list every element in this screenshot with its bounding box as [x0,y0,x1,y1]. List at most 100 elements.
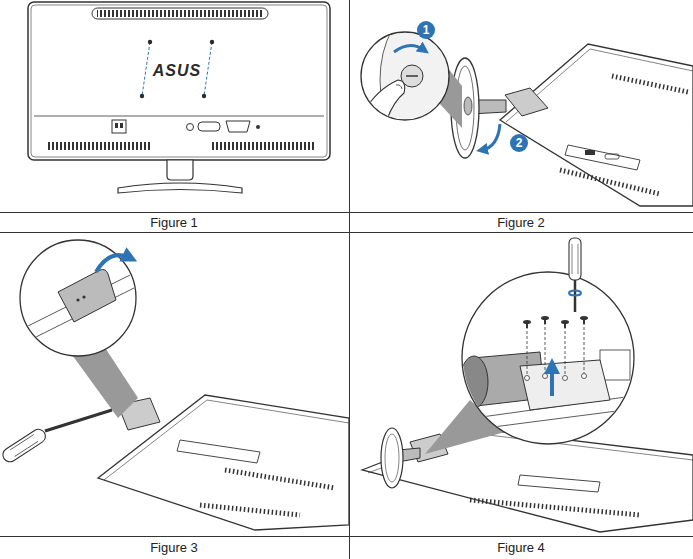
zoom-detail [425,272,640,454]
screwdriver [45,410,112,431]
zoom-detail [20,270,140,330]
figure-caption: Figure 1 [150,216,198,229]
screw-guide-line [527,326,528,375]
vesa-hole [210,40,214,44]
figure-caption: Figure 3 [150,541,198,554]
monitor-back-view [112,120,126,133]
vesa-guide-line [142,42,150,96]
stand-base [464,97,472,115]
monitor-face-down [612,76,688,92]
screw-guide-line [565,326,566,375]
zoom-detail [20,240,136,356]
monitor-face-down [98,395,349,530]
zoom-detail [543,374,548,379]
zoom-detail [482,124,500,150]
monitor-back-view [115,123,118,128]
zoom-detail [360,10,460,150]
monitor-face-down [500,44,693,206]
monitor-face-down [565,145,640,170]
vesa-hole [140,94,144,98]
screw-guide-line [545,322,546,373]
screwdriver [569,238,581,280]
zoom-detail [360,80,405,122]
zoom-detail [550,366,554,396]
stand-base [381,428,420,488]
figure-caption: Figure 2 [497,216,545,229]
stand-base [385,434,399,482]
table-grid [0,212,693,213]
monitor-face-down [362,428,693,532]
zoom-detail [76,298,79,301]
vesa-guide-line [142,42,212,96]
zoom-detail [563,376,568,381]
screw [544,318,546,324]
figure-caption: Figure 4 [497,541,545,554]
zoom-detail [470,408,640,430]
table-grid [0,232,693,233]
stand-base [381,428,403,488]
screwdriver [569,291,581,296]
screwdriver [0,410,112,464]
zoom-detail [406,75,418,77]
callout-number: 2 [516,137,523,149]
monitor-back-view [187,124,194,131]
zoom-detail [525,374,587,381]
monitor-back-view [256,125,260,129]
monitor-face-down [225,470,335,488]
screwdriver [572,244,573,274]
screwdriver [569,238,581,312]
monitor-back-view [198,122,220,131]
screw [564,322,566,328]
monitor-face-down [560,170,660,194]
zoom-detail [380,10,460,150]
zoom-detail [396,85,402,89]
screw [523,316,588,328]
screw [583,318,585,324]
monitor-back-view [28,2,330,193]
vesa-hole [140,40,214,98]
monitor-back-view [92,8,268,19]
screwdriver [10,435,33,450]
table-grid [0,536,693,537]
callout-number: 1 [423,24,430,36]
callout-badge [417,21,435,39]
monitor-back-view [48,142,152,150]
callout-badge [510,134,528,152]
monitor-face-down [98,395,349,530]
zoom-detail [600,350,630,380]
monitor-back-view [34,116,324,117]
zoom-detail [460,356,488,408]
vesa-guide-line [204,42,212,96]
monitor-back-view [31,5,327,157]
logo-text: ASUS [153,63,201,79]
vesa-hole [202,94,206,98]
zoom-detail [582,374,587,379]
screwdriver [0,427,48,465]
vesa-hole [148,40,152,44]
zoom-detail [360,10,528,152]
monitor-back-view [118,183,242,193]
zoom-detail [462,272,634,444]
screw-guide-line [527,322,584,375]
monitor-back-view [28,2,330,160]
zoom-detail [96,255,130,272]
zoom-detail [460,316,640,430]
monitor-back-view [97,10,263,17]
monitor-face-down [505,88,548,116]
monitor-face-down [506,49,693,122]
screw-guide-line [584,322,585,373]
monitor-face-down [585,150,595,155]
zoom-detail [394,45,424,52]
monitor-back-view [226,121,250,132]
monitor-face-down [605,154,619,159]
monitor-face-down [362,428,693,532]
zoom-detail [58,270,116,323]
screwdriver [15,441,38,456]
screwdriver [578,244,579,274]
zoom-detail [525,376,530,381]
monitor-face-down [518,475,600,492]
